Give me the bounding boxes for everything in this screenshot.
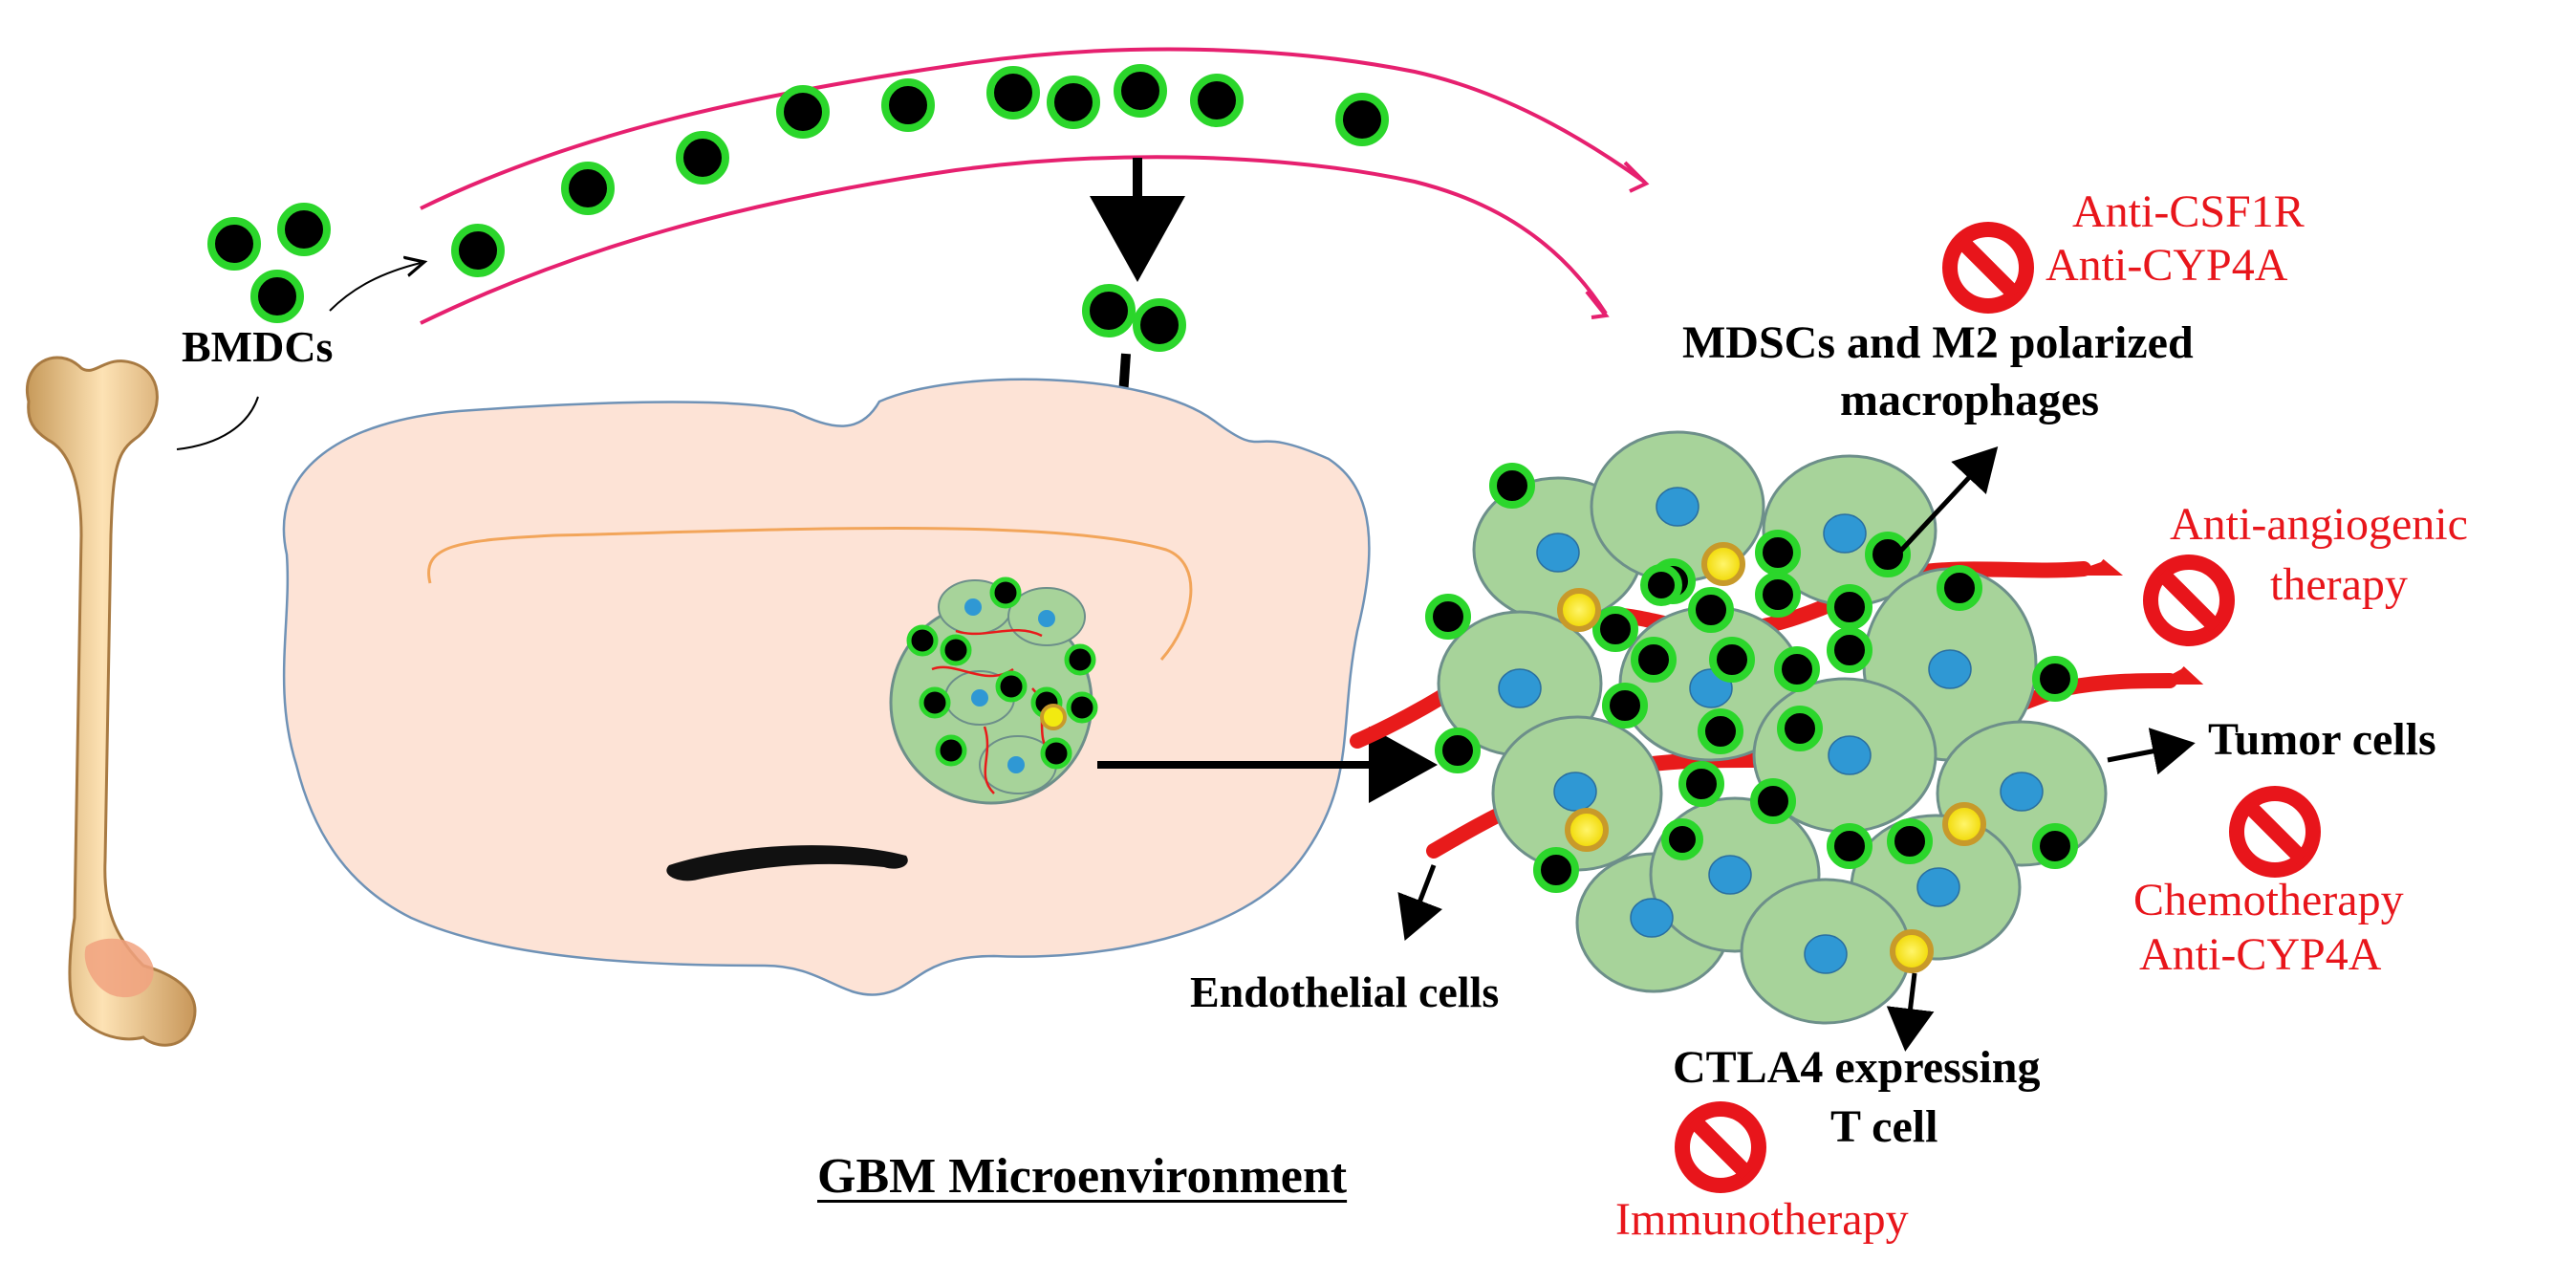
circulating-cells	[451, 64, 1389, 277]
therapy-anti-angiogenic: Anti-angiogenic	[2170, 499, 2468, 550]
cell-icon	[1114, 64, 1167, 118]
cell-icon	[561, 162, 615, 215]
extravasating-cells	[1082, 284, 1186, 352]
arrow-icon	[1886, 972, 1935, 1052]
therapy-anti-cyp4a-bottom: Anti-CYP4A	[2139, 929, 2382, 980]
mdsc-cells	[1425, 463, 2078, 893]
inhibit-icon	[2229, 786, 2321, 878]
label-tumor-cells: Tumor cells	[2208, 714, 2436, 765]
therapy-immunotherapy: Immunotherapy	[1615, 1194, 1909, 1245]
inhibit-icon	[2143, 555, 2235, 646]
cell-icon	[1190, 74, 1244, 127]
label-endothelial: Endothelial cells	[1190, 968, 1500, 1016]
cell-icon	[1047, 76, 1100, 129]
therapy-chemotherapy: Chemotherapy	[2133, 875, 2404, 925]
inhibit-icon	[1675, 1101, 1766, 1193]
cell-icon	[676, 131, 729, 185]
label-macrophages: macrophages	[1840, 375, 2100, 425]
cell-icon	[881, 78, 935, 132]
bmdc-cluster	[207, 203, 331, 323]
therapy-angiogenic-therapy: therapy	[2270, 559, 2408, 610]
cell-icon	[451, 224, 505, 277]
nuclei	[1498, 487, 2044, 974]
therapy-anti-cyp4a-top: Anti-CYP4A	[2046, 240, 2288, 291]
label-ctla4: CTLA4 expressing	[1673, 1042, 2041, 1093]
connector-line	[176, 396, 259, 450]
therapy-anti-csf1r: Anti-CSF1R	[2072, 186, 2305, 237]
cell-icon	[776, 85, 830, 139]
tumor-microenvironment	[1350, 430, 2204, 1025]
label-bmdcs: BMDCs	[182, 322, 334, 371]
diagram-title: GBM Microenvironment	[817, 1149, 1348, 1204]
label-mdscs: MDSCs and M2 polarized	[1682, 317, 2194, 368]
brain-section	[282, 378, 1371, 996]
cell-icon	[986, 66, 1040, 120]
arrow-icon	[1895, 446, 1999, 556]
blood-vessel	[420, 47, 1650, 325]
tumor-inset	[889, 576, 1098, 805]
arrow-icon	[329, 263, 421, 312]
cell-icon	[1335, 93, 1389, 146]
t-cells	[1557, 542, 1986, 973]
arrow-icon	[2107, 728, 2196, 775]
label-t-cell: T cell	[1830, 1101, 1938, 1152]
inhibit-icon	[1942, 222, 2034, 314]
tumor-cells	[1437, 430, 2108, 1025]
arrow-icon	[1397, 864, 1443, 942]
bone-icon	[26, 356, 197, 1047]
